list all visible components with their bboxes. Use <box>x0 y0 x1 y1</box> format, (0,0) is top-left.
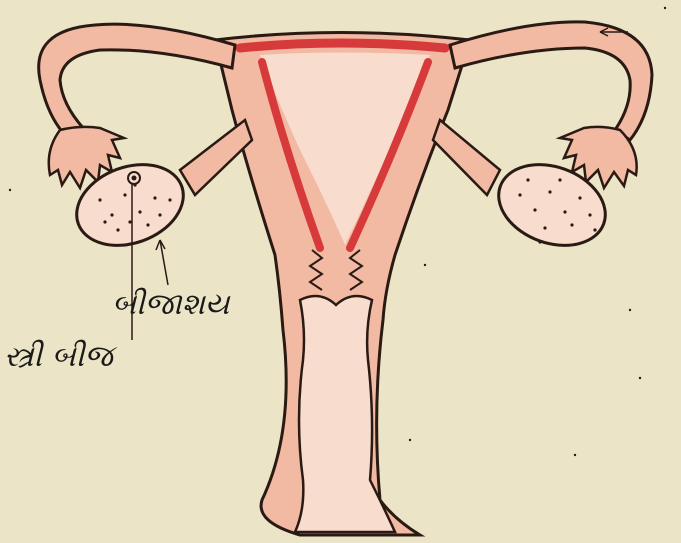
ovarian-ligament-left <box>180 120 252 195</box>
fallopian-tube-right <box>450 22 652 140</box>
ovary-label: બીજાશય <box>112 290 229 320</box>
endometrium-lining <box>240 43 445 48</box>
ovum-label: સ્ત્રી બીજ <box>4 342 113 372</box>
fallopian-tube-left <box>39 24 235 140</box>
ovarian-ligament-right <box>433 120 500 195</box>
